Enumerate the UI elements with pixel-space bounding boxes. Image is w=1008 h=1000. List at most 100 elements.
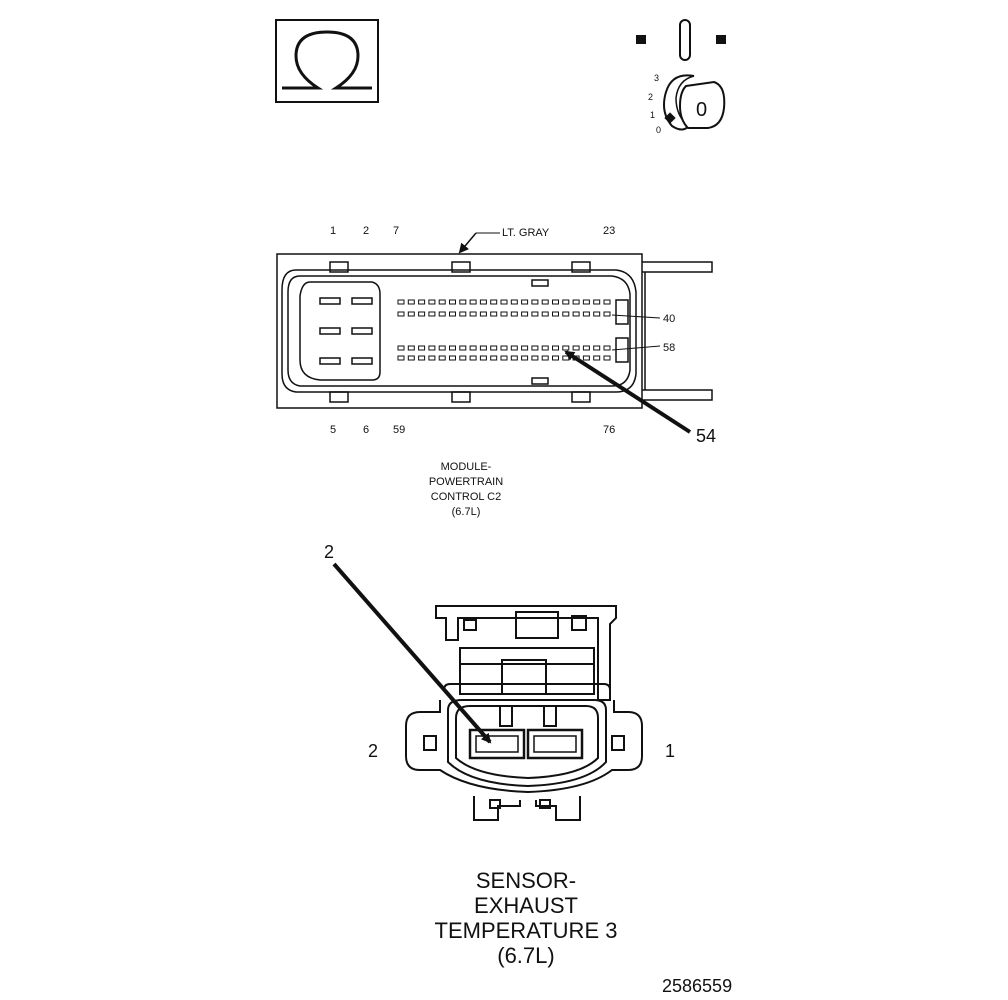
sensor-pin-label-1: 1 <box>665 741 675 761</box>
pcm-terminal-cavity <box>531 299 539 305</box>
pcm-terminal-cavity <box>521 311 529 317</box>
pcm-bottom-pin-labels: 5 6 59 76 <box>330 424 615 436</box>
pin-label-2: 2 <box>363 225 369 237</box>
pcm-terminal-cavity <box>521 299 529 305</box>
sensor-pin-2-callout-arrow <box>332 562 492 744</box>
pcm-terminal-cavity <box>500 299 508 305</box>
ignition-key-icon <box>636 19 726 131</box>
pin-40-leader <box>611 314 661 319</box>
pcm-terminal-cavity <box>407 345 415 351</box>
pcm-terminal-cavity <box>428 345 436 351</box>
pcm-terminal-cavity <box>582 355 590 361</box>
pcm-terminal-cavity <box>469 299 477 305</box>
cavity-2 <box>468 728 526 760</box>
pin-label-76: 76 <box>603 424 615 436</box>
pcm-terminal-cavity <box>397 345 405 351</box>
pcm-terminal-cavity <box>603 355 611 361</box>
pcm-terminal-cavity <box>521 355 529 361</box>
pcm-terminal-cavity <box>562 355 570 361</box>
pcm-terminal-cavity <box>531 355 539 361</box>
pcm-caption-line-3: CONTROL C2 <box>431 491 502 503</box>
pin-label-58: 58 <box>663 342 675 354</box>
sensor-terminal-cavities <box>468 728 584 760</box>
pcm-terminal-cavity <box>562 311 570 317</box>
pcm-terminal-cavity <box>552 355 559 361</box>
pcm-terminal-cavity <box>479 311 487 317</box>
pcm-terminal-cavity <box>418 311 426 317</box>
pcm-terminal-cavity <box>418 345 426 351</box>
color-leader-arrow <box>458 232 477 254</box>
sensor-caption-line-3: TEMPERATURE 3 <box>435 918 618 943</box>
pcm-small-cavities <box>397 299 611 361</box>
connector-color-label: LT. GRAY <box>502 227 550 239</box>
pcm-terminal-cavity <box>479 345 487 351</box>
pcm-terminal-cavity <box>552 299 559 305</box>
pcm-terminal-cavity <box>541 299 549 305</box>
pcm-terminal-cavity <box>562 299 570 305</box>
pcm-terminal-cavity <box>541 355 549 361</box>
pcm-terminal-cavity <box>469 345 477 351</box>
sensor-caption-line-1: SENSOR- <box>476 868 576 893</box>
pcm-terminal-cavity <box>552 311 559 317</box>
pcm-terminal-cavity <box>541 345 549 351</box>
pcm-terminal-cavity <box>438 355 446 361</box>
pcm-terminal-cavity <box>397 299 405 305</box>
pcm-terminal-cavity <box>500 345 508 351</box>
pcm-caption-line-1: MODULE- <box>441 461 492 473</box>
pcm-terminal-cavity <box>449 345 456 351</box>
pcm-terminal-cavity <box>593 299 601 305</box>
pcm-terminal-cavity <box>510 311 518 317</box>
sensor-pin-label-2: 2 <box>368 741 378 761</box>
pcm-terminal-cavity <box>562 345 570 351</box>
pcm-terminal-cavity <box>449 299 456 305</box>
pcm-terminal-cavity <box>603 299 611 305</box>
pcm-terminal-cavity <box>397 355 405 361</box>
pin-54-callout-label: 54 <box>696 426 716 446</box>
pcm-terminal-cavity <box>593 355 601 361</box>
pin-label-7: 7 <box>393 225 399 237</box>
pcm-terminal-cavity <box>459 355 467 361</box>
pcm-terminal-cavity <box>449 311 456 317</box>
ohm-meter-icon <box>275 19 379 103</box>
pcm-terminal-cavity <box>552 345 559 351</box>
pcm-terminal-cavity <box>500 311 508 317</box>
sensor-pin-2-callout-label: 2 <box>324 542 334 562</box>
pcm-terminal-cavity <box>407 311 415 317</box>
pcm-terminal-cavity <box>593 345 601 351</box>
pin-label-59: 59 <box>393 424 405 436</box>
pcm-terminal-cavity <box>541 311 549 317</box>
pcm-terminal-cavity <box>469 311 477 317</box>
pin-label-23: 23 <box>603 225 615 237</box>
pcm-terminal-cavity <box>572 345 580 351</box>
pcm-connector-body <box>276 253 713 409</box>
pcm-terminal-cavity <box>510 345 518 351</box>
pcm-terminal-cavity <box>582 345 590 351</box>
pcm-top-pin-labels: 1 2 7 23 <box>330 225 615 237</box>
pcm-terminal-cavity <box>490 355 498 361</box>
pcm-caption-line-4: (6.7L) <box>452 506 481 518</box>
ignition-key-label: 0 <box>696 99 707 121</box>
pcm-terminal-cavity <box>510 355 518 361</box>
pcm-terminal-cavity <box>572 311 580 317</box>
ignition-positions: 3 2 1 0 <box>648 73 661 135</box>
ignition-position-0: 0 <box>656 125 661 135</box>
pcm-terminal-cavity <box>459 311 467 317</box>
figure-number: 2586559 <box>662 976 732 996</box>
pcm-terminal-cavity <box>531 311 539 317</box>
pcm-terminal-cavity <box>438 299 446 305</box>
ignition-position-2: 2 <box>648 92 653 102</box>
pcm-terminal-cavity <box>428 299 436 305</box>
pcm-terminal-cavity <box>418 299 426 305</box>
pcm-connector-caption: MODULE- POWERTRAIN CONTROL C2 (6.7L) <box>429 461 503 518</box>
ignition-position-3: 3 <box>654 73 659 83</box>
sensor-caption-line-2: EXHAUST <box>474 893 578 918</box>
pcm-terminal-cavity <box>407 355 415 361</box>
pcm-terminal-cavity <box>490 311 498 317</box>
pcm-terminal-cavity <box>510 299 518 305</box>
pcm-terminal-cavity <box>418 355 426 361</box>
pin-58-leader <box>611 345 661 351</box>
pcm-terminal-cavity <box>407 299 415 305</box>
sensor-connector-body <box>405 605 643 821</box>
pcm-caption-line-2: POWERTRAIN <box>429 476 503 488</box>
